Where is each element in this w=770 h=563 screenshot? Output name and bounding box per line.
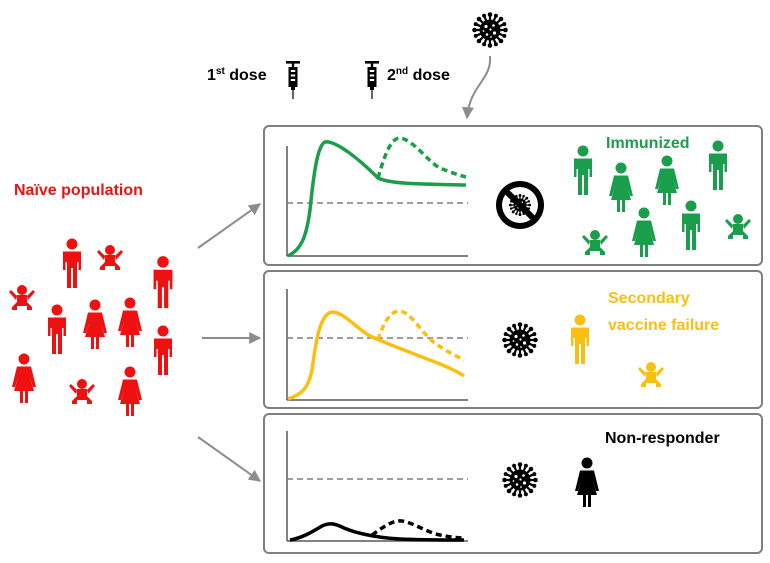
syringe-icon bbox=[365, 61, 379, 99]
immunized-chart bbox=[286, 136, 468, 258]
first-dose-superscript: st bbox=[216, 66, 226, 77]
secondary-failure-label-line1: Secondary bbox=[608, 290, 690, 307]
second-dose-number: 2 bbox=[387, 67, 396, 84]
arrow-to-nonresponder bbox=[197, 436, 261, 482]
primary-response-curve bbox=[287, 140, 467, 258]
svg-text:2nd dose: 2nd dose bbox=[387, 66, 450, 84]
panel-immunized: Immunized bbox=[263, 125, 763, 266]
naive-population-label: Naïve population bbox=[14, 182, 143, 199]
booster-response-curve bbox=[376, 309, 465, 362]
booster-response-curve bbox=[376, 136, 467, 179]
virus-icon bbox=[501, 321, 539, 359]
person-icon bbox=[83, 299, 107, 349]
booster-response-curve bbox=[370, 519, 465, 540]
person-icon bbox=[48, 304, 66, 354]
person-icon bbox=[12, 353, 36, 403]
primary-response-curve bbox=[289, 522, 465, 542]
second-dose-word: dose bbox=[408, 67, 450, 84]
baby-icon bbox=[9, 285, 35, 310]
virus-arrow bbox=[461, 55, 492, 120]
first-dose-number: 1 bbox=[207, 67, 216, 84]
first-dose-label: 1st dose bbox=[207, 66, 267, 84]
person-icon bbox=[154, 325, 172, 375]
arrow-to-immunized bbox=[197, 203, 261, 249]
nonresponder-label: Non-responder bbox=[605, 430, 720, 447]
second-dose-superscript: nd bbox=[396, 66, 408, 77]
virus-icon bbox=[501, 461, 539, 499]
syringe-icon bbox=[286, 61, 300, 99]
person-icon bbox=[118, 297, 142, 347]
person-icon bbox=[118, 366, 142, 416]
primary-response-curve bbox=[287, 310, 466, 401]
person-icon bbox=[153, 256, 173, 309]
virus-icon bbox=[471, 11, 509, 49]
naive-population-group bbox=[9, 238, 173, 416]
no-virus-icon bbox=[496, 181, 544, 229]
secondary-chart bbox=[286, 289, 468, 401]
baby-icon bbox=[69, 379, 95, 404]
second-dose-label: 2nd dose bbox=[387, 66, 450, 84]
panel-nonresponder: Non-responder bbox=[263, 413, 763, 554]
nonresponder-chart bbox=[286, 431, 468, 542]
immunized-label: Immunized bbox=[606, 135, 690, 152]
person-icon bbox=[63, 238, 81, 288]
panel-secondary-failure: Secondary vaccine failure bbox=[263, 270, 763, 409]
svg-text:1st dose: 1st dose bbox=[207, 66, 267, 84]
secondary-failure-label-line2: vaccine failure bbox=[608, 317, 719, 334]
baby-icon bbox=[97, 245, 123, 270]
first-dose-word: dose bbox=[225, 67, 267, 84]
